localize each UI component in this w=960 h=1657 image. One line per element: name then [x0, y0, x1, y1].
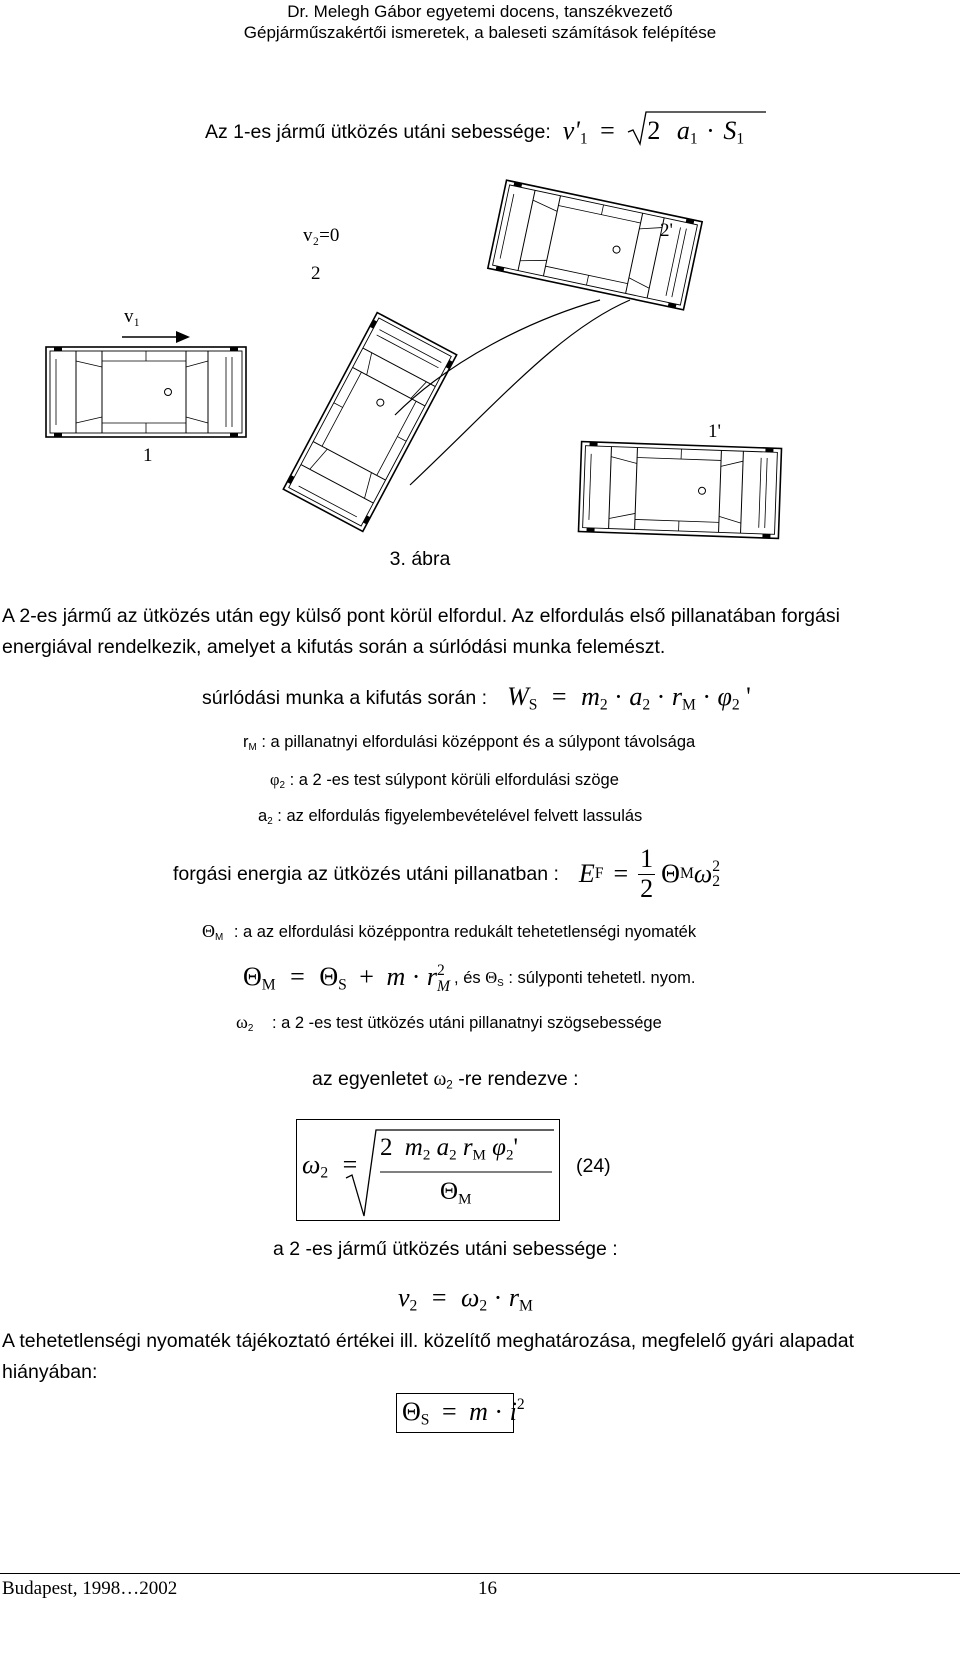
vehicle-1-before	[45, 346, 247, 438]
def-rM: rM : a pillanatnyi elfordulási középpont…	[243, 733, 696, 753]
label-vehicle-2: 2	[311, 263, 321, 284]
speed1-line: Az 1-es jármű ütközés utáni sebessége: v…	[205, 111, 767, 149]
formula-24-numerator: 2 m2 a2 rM φ2'	[380, 1134, 518, 1164]
speed2-formula: v2 = ω2 · rM	[398, 1283, 533, 1315]
formula-24-lhs: ω2 =	[302, 1150, 358, 1182]
vehicle-2-after	[487, 179, 703, 311]
label-vehicle-2-prime: 2'	[660, 220, 673, 241]
energy-line: forgási energia az ütközés utáni pillana…	[173, 844, 720, 903]
path-line	[394, 299, 601, 416]
figure-caption: 3. ábra	[389, 548, 451, 570]
speed2-label: a 2 -es jármű ütközés utáni sebessége :	[273, 1238, 618, 1260]
collision-figure	[45, 179, 783, 540]
inertia-formula: ΘS = m · i2	[402, 1396, 525, 1429]
path-line	[409, 299, 631, 486]
sqrt-icon	[345, 1129, 554, 1217]
energy-label: forgási energia az ütközés utáni pillana…	[173, 862, 559, 885]
arrowhead-icon	[176, 331, 190, 343]
steiner-note: , és ΘS : súlyponti tehetetl. nyom.	[454, 967, 696, 989]
header-title: Gépjárműszakértői ismeretek, a baleseti …	[243, 23, 717, 42]
friction-formula: WS = m2 · a2 · rM · φ2 '	[507, 682, 751, 714]
paragraph-inertia: A tehetetlenségi nyomaték tájékoztató ér…	[2, 1330, 855, 1383]
equation-number: (24)	[576, 1155, 611, 1177]
formula-24-denominator: ΘM	[440, 1178, 472, 1208]
footer-place: Budapest, 1998…2002	[2, 1578, 178, 1599]
def-thetaM: ΘM : a az elfordulási középpontra reduká…	[202, 921, 697, 943]
vehicle-1-after	[577, 440, 783, 540]
friction-line: súrlódási munka a kifutás során : WS = m…	[202, 682, 751, 715]
vehicle-2-before	[282, 311, 458, 533]
footer-rule	[0, 1573, 960, 1574]
page-number: 16	[478, 1578, 497, 1599]
solve-line: az egyenletet ω2 -re rendezve :	[312, 1068, 579, 1092]
paragraph-rotation: A 2-es jármű az ütközés után egy külső p…	[2, 605, 840, 658]
inertia-box	[396, 1393, 514, 1433]
def-omega: ω2 : a 2 -es test ütközés utáni pillanat…	[236, 1012, 662, 1034]
sqrt-icon	[628, 111, 767, 147]
friction-label: súrlódási munka a kifutás során :	[202, 686, 488, 709]
label-v2: v₂=0	[303, 225, 340, 246]
label-vehicle-1: 1	[143, 445, 153, 466]
speed1-label: Az 1-es jármű ütközés utáni sebessége:	[205, 120, 551, 143]
speed1-formula: v'1 = 2 a1 · S1	[563, 111, 767, 149]
header-author: Dr. Melegh Gábor egyetemi docens, tanszé…	[287, 2, 673, 21]
def-a: a2 : az elfordulás figyelembevételével f…	[258, 807, 643, 827]
def-phi: φ2 : a 2 -es test súlypont körüli elford…	[270, 770, 619, 791]
formula-24-box	[296, 1119, 560, 1221]
label-v1: v₁	[124, 306, 141, 327]
label-vehicle-1-prime: 1'	[708, 421, 721, 442]
